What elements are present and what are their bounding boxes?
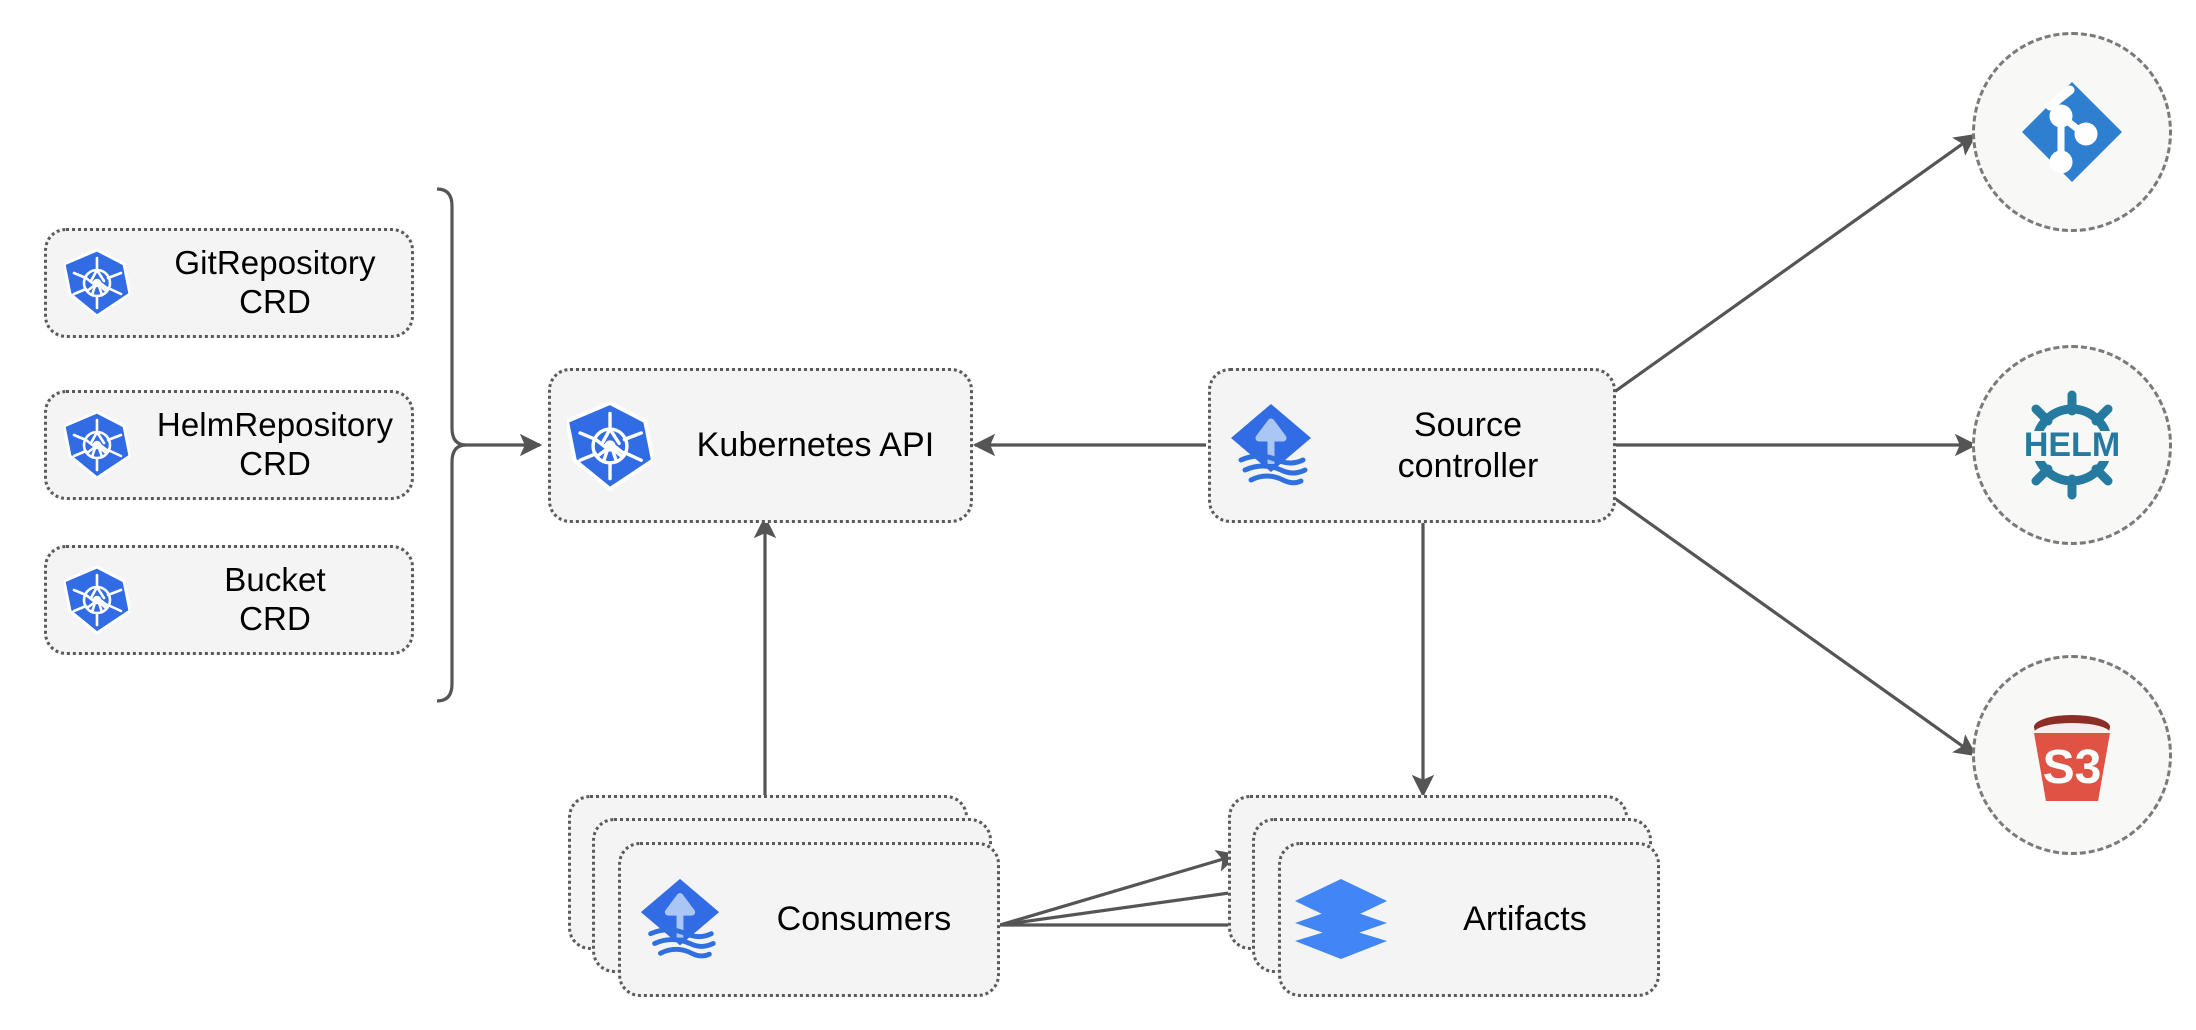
s3-icon: S3 (2034, 715, 2110, 801)
kubernetes-icon (47, 410, 147, 480)
crd-box-bucket[interactable]: Bucket CRD (44, 545, 414, 655)
arrow-source-controller-to-s3 (1609, 493, 1977, 757)
crd-group-bracket (436, 187, 467, 703)
kubernetes-api-label: Kubernetes API (696, 426, 935, 465)
helm-label: HELM (2024, 426, 2120, 464)
consumers-label: Consumers (776, 900, 952, 939)
git-icon (2022, 82, 2122, 182)
kubernetes-api-box[interactable]: Kubernetes API (548, 368, 973, 523)
artifacts-label: Artifacts (1463, 900, 1587, 939)
layers-icon (1281, 877, 1401, 963)
helm-icon: HELM (2024, 390, 2120, 500)
crd-label: Bucket CRD (224, 561, 326, 637)
helm-source-circle[interactable]: HELM (1972, 345, 2172, 545)
kubernetes-icon (47, 565, 147, 635)
kubernetes-icon (47, 248, 147, 318)
consumers-box[interactable]: Consumers (618, 842, 1000, 997)
kubernetes-icon (551, 400, 669, 492)
crd-box-helmrepository[interactable]: HelmRepository CRD (44, 390, 414, 500)
s3-label: S3 (2043, 741, 2102, 794)
artifacts-box[interactable]: Artifacts (1278, 842, 1660, 997)
arrow-source-controller-to-git (1609, 133, 1977, 397)
s3-source-circle[interactable]: S3 (1972, 655, 2172, 855)
source-controller-label: Source controller (1397, 406, 1539, 485)
source-controller-box[interactable]: Source controller (1208, 368, 1616, 523)
flux-icon (621, 873, 739, 967)
crd-label: HelmRepository CRD (156, 406, 394, 482)
git-source-circle[interactable] (1972, 32, 2172, 232)
flux-icon (1211, 398, 1331, 494)
arrow-consumers-to-artifacts-1 (999, 849, 1240, 927)
arrow-consumers-to-artifacts-2 (999, 879, 1268, 927)
crd-box-gitrepository[interactable]: GitRepository CRD (44, 228, 414, 338)
crd-label: GitRepository CRD (174, 244, 376, 320)
